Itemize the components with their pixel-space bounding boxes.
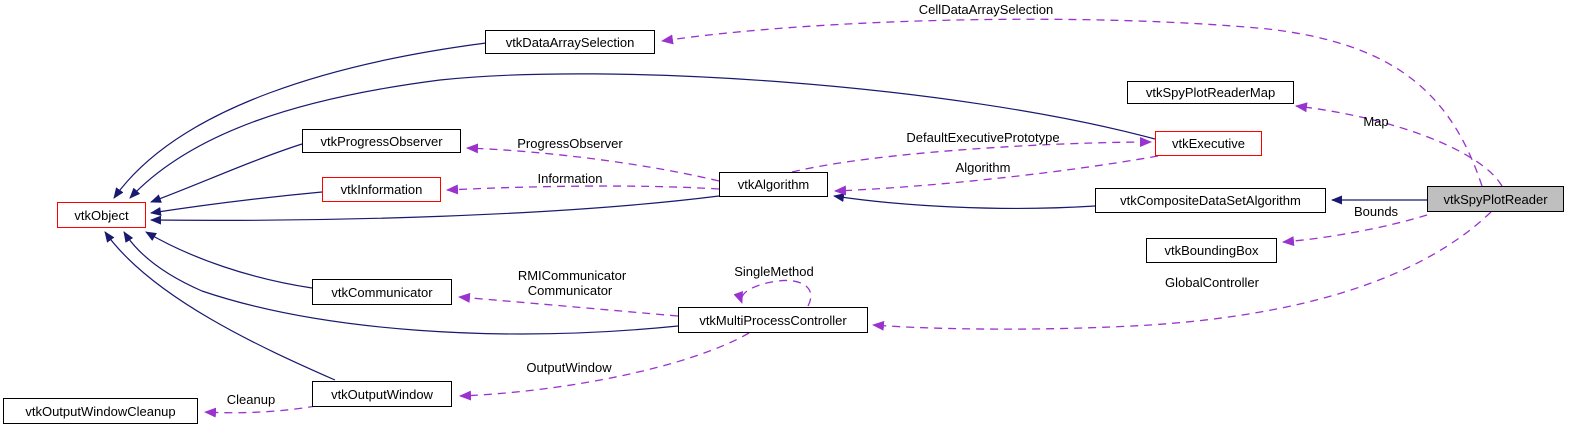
edge-inherit-outputwindow-object <box>104 231 336 381</box>
edge-inherit-algorithm-object <box>150 195 720 225</box>
edge-inherit-compositedatasetalgorithm-algorithm <box>833 193 1096 209</box>
edge-inherit-multiprocesscontroller-object <box>123 231 679 335</box>
edge-label-progress-observer: ProgressObserver <box>517 136 623 151</box>
edge-usage-celldataarrayselection <box>661 18 1483 187</box>
class-node-vtk-data-array-selection[interactable]: vtkDataArraySelection <box>485 30 655 54</box>
edge-label-information: Information <box>537 171 603 186</box>
edge-label-cleanup: Cleanup <box>226 392 276 407</box>
class-node-vtk-output-window[interactable]: vtkOutputWindow <box>312 381 452 407</box>
class-node-vtk-multi-process-controller[interactable]: vtkMultiProcessController <box>678 307 868 333</box>
class-node-vtk-executive[interactable]: vtkExecutive <box>1155 131 1262 156</box>
edge-usage-cleanup <box>204 405 317 418</box>
edge-label-map: Map <box>1363 114 1389 129</box>
edge-label-rmi-communicator: RMICommunicator <box>517 268 627 283</box>
edge-label-output-window: OutputWindow <box>526 360 612 375</box>
edge-usage-map <box>1295 102 1503 187</box>
class-node-vtk-communicator[interactable]: vtkCommunicator <box>312 279 452 305</box>
edge-usage-bounds <box>1282 214 1428 247</box>
edge-inherit-dataarrayselection-object <box>113 42 487 199</box>
edge-usage-progressobserver <box>466 143 720 182</box>
edge-label-cell-data-array-selection: CellDataArraySelection <box>918 2 1054 17</box>
edge-inherit-executive-object <box>129 73 1156 199</box>
edge-label-single-method: SingleMethod <box>734 264 814 279</box>
class-node-vtk-information[interactable]: vtkInformation <box>322 177 441 202</box>
edge-usage-information <box>446 184 720 195</box>
edge-usage-outputwindow <box>459 332 750 401</box>
edge-inherit-communicator-object <box>145 231 313 289</box>
edge-label-default-executive-prototype: DefaultExecutivePrototype <box>906 130 1060 145</box>
class-node-vtk-object[interactable]: vtkObject <box>57 202 146 228</box>
class-node-vtk-composite-data-set-algorithm[interactable]: vtkCompositeDataSetAlgorithm <box>1095 188 1326 213</box>
class-node-vtk-bounding-box[interactable]: vtkBoundingBox <box>1146 238 1277 263</box>
edge-usage-algorithm <box>834 155 1159 196</box>
edge-inherit-information-object <box>150 191 323 216</box>
class-node-vtk-progress-observer[interactable]: vtkProgressObserver <box>302 129 461 153</box>
edge-label-algorithm: Algorithm <box>955 160 1011 175</box>
edge-inherit-progressobserver-object <box>150 143 303 203</box>
class-node-vtk-spy-plot-reader-map[interactable]: vtkSpyPlotReaderMap <box>1127 81 1294 104</box>
class-node-vtk-output-window-cleanup[interactable]: vtkOutputWindowCleanup <box>3 398 198 424</box>
edge-label-global-controller: GlobalController <box>1165 275 1259 290</box>
class-node-vtk-spy-plot-reader-current: vtkSpyPlotReader <box>1427 186 1564 212</box>
edge-label-communicator: Communicator <box>527 283 613 298</box>
class-node-vtk-algorithm[interactable]: vtkAlgorithm <box>719 172 828 197</box>
edge-usage-rmicommunicator <box>458 292 679 317</box>
edge-usage-globalcontroller <box>872 211 1492 331</box>
edge-label-bounds: Bounds <box>1353 204 1399 219</box>
edge-usage-singlemethod-selfloop <box>733 279 812 307</box>
